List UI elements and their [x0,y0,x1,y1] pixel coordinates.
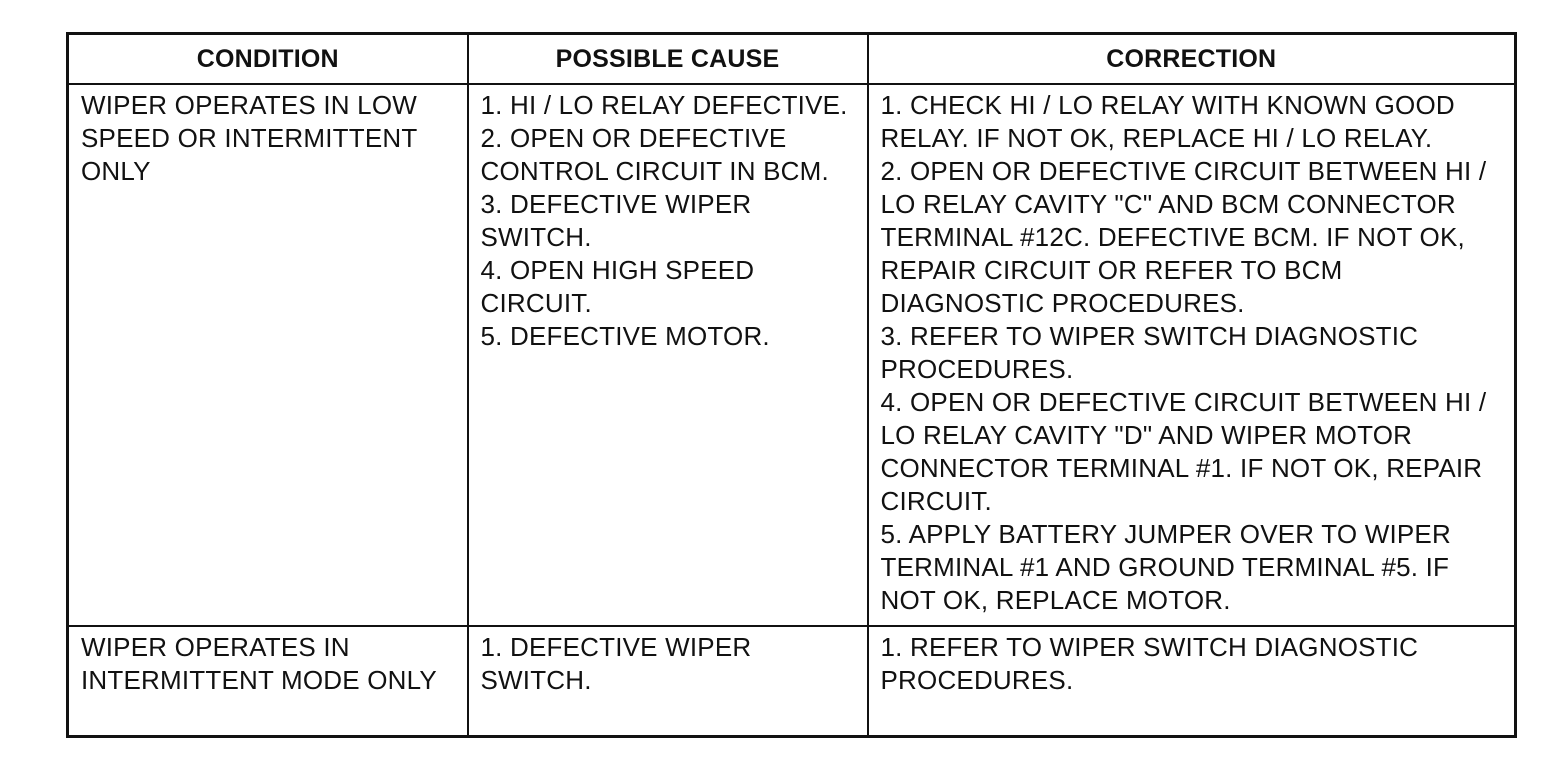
correction-item: 4. OPEN OR DEFECTIVE CIRCUIT BETWEEN HI … [880,387,1487,516]
condition-cell: WIPER OPERATES IN INTERMITTENT MODE ONLY [66,625,469,738]
cause-item: 5. DEFECTIVE MOTOR. [480,321,770,351]
condition-cell: WIPER OPERATES IN LOW SPEED OR INTERMITT… [66,83,469,627]
cause-item: 1. DEFECTIVE WIPER SWITCH. [480,632,752,695]
cause-item: 1. HI / LO RELAY DEFECTIVE. [480,90,848,120]
table-row: WIPER OPERATES IN LOW SPEED OR INTERMITT… [66,83,1517,627]
cause-item: 2. OPEN OR DEFECTIVE CONTROL CIRCUIT IN … [480,123,829,186]
cause-item: 3. DEFECTIVE WIPER SWITCH. [480,189,752,252]
table-header-row: CONDITION POSSIBLE CAUSE CORRECTION [66,32,1517,85]
table-row: WIPER OPERATES IN INTERMITTENT MODE ONLY… [66,625,1517,738]
header-condition: CONDITION [66,32,469,85]
correction-item: 1. CHECK HI / LO RELAY WITH KNOWN GOOD R… [880,90,1455,153]
correction-cell: 1. REFER TO WIPER SWITCH DIAGNOSTIC PROC… [866,625,1517,738]
correction-item: 3. REFER TO WIPER SWITCH DIAGNOSTIC PROC… [880,321,1419,384]
diagnosis-table: CONDITION POSSIBLE CAUSE CORRECTION WIPE… [66,32,1517,738]
correction-item: 2. OPEN OR DEFECTIVE CIRCUIT BETWEEN HI … [880,156,1487,318]
correction-item: 5. APPLY BATTERY JUMPER OVER TO WIPER TE… [880,519,1451,615]
possible-cause-cell: 1. DEFECTIVE WIPER SWITCH. [466,625,869,738]
correction-cell: 1. CHECK HI / LO RELAY WITH KNOWN GOOD R… [866,83,1517,627]
correction-item: 1. REFER TO WIPER SWITCH DIAGNOSTIC PROC… [880,632,1419,695]
cause-item: 4. OPEN HIGH SPEED CIRCUIT. [480,255,755,318]
header-possible-cause: POSSIBLE CAUSE [466,32,869,85]
header-correction: CORRECTION [866,32,1517,85]
possible-cause-cell: 1. HI / LO RELAY DEFECTIVE. 2. OPEN OR D… [466,83,869,627]
